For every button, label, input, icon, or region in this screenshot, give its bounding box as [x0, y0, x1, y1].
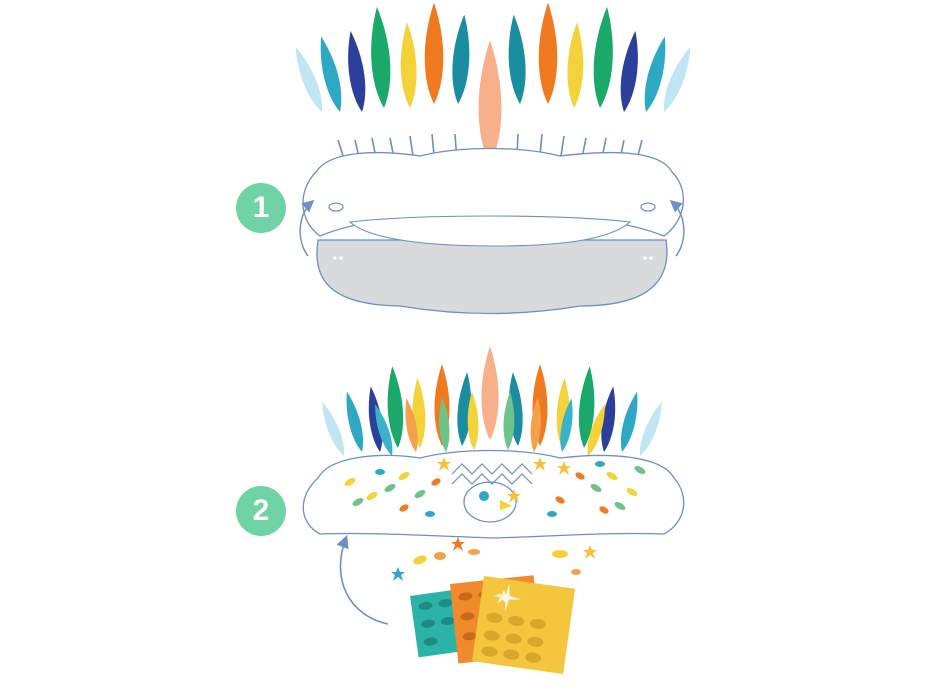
- sticker-sheets: [410, 575, 576, 674]
- step-2-badge: 2: [236, 486, 286, 536]
- step-1-band: [302, 147, 684, 315]
- step-1-feathers: [289, 2, 697, 165]
- step-1-badge: 1: [236, 183, 286, 233]
- curved-arrow-icon: [336, 535, 389, 625]
- sticker-sheet-gold: [472, 576, 576, 674]
- step-2-feathers: [317, 346, 667, 459]
- step-2-decorated-band: [302, 449, 685, 539]
- step-1-fold-arrows: [299, 200, 685, 257]
- loose-stickers: [391, 537, 597, 581]
